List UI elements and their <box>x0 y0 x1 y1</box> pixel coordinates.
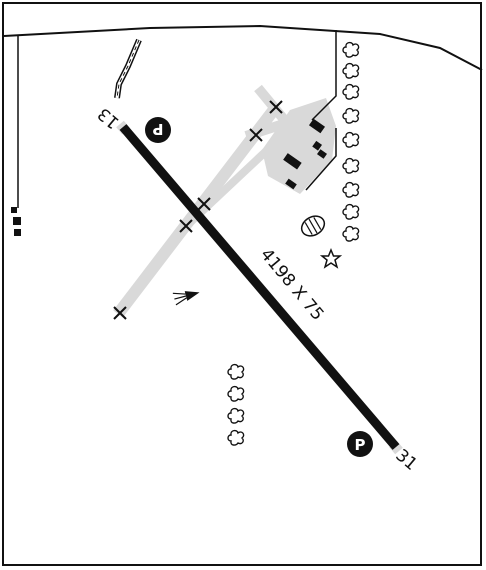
rotating-beacon-star-icon <box>319 248 343 269</box>
tree-icon <box>227 407 245 424</box>
tree-icon <box>227 385 245 402</box>
fuel-oval-icon <box>300 215 326 237</box>
tree-icon <box>227 363 245 380</box>
tree-icon <box>342 62 360 79</box>
wind-cone-icon <box>172 291 200 306</box>
tree-icon <box>342 107 360 124</box>
hangar-4 <box>317 149 327 159</box>
tree-icon <box>227 429 245 446</box>
tree-icon <box>342 225 360 242</box>
boundary-line <box>3 24 483 71</box>
tree-icon <box>342 181 360 198</box>
svg-text:P: P <box>355 436 366 454</box>
left-building-2 <box>13 217 21 225</box>
runway-dimensions-label: 4198 X 75 <box>256 245 327 325</box>
tree-icon <box>342 157 360 174</box>
tree-icon <box>342 41 360 58</box>
runway-13-31 <box>119 124 400 450</box>
hangar-2 <box>312 140 322 151</box>
airport-diagram-frame <box>2 2 482 566</box>
left-building-3 <box>14 229 21 236</box>
tree-icon <box>342 131 360 148</box>
tree-icon <box>342 83 360 100</box>
access-road-2 <box>305 128 337 191</box>
parking-marker-south: P <box>347 431 373 457</box>
hangar-3 <box>283 153 302 170</box>
hangar-5 <box>285 178 297 190</box>
northwest-taxiway-stub <box>114 38 142 99</box>
left-building-1 <box>11 207 17 213</box>
tree-icon <box>342 203 360 220</box>
parking-marker-north: P <box>145 117 171 143</box>
access-road <box>311 30 337 121</box>
svg-text:P: P <box>153 120 164 138</box>
hangar-1 <box>308 118 326 134</box>
